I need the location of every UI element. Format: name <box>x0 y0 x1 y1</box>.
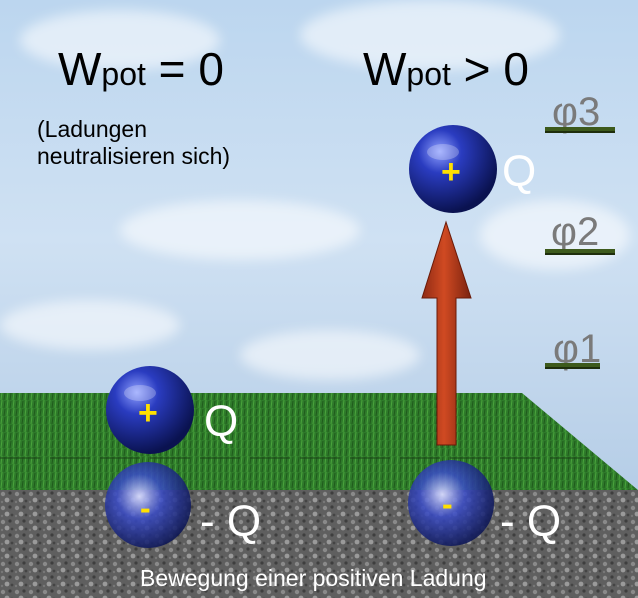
cloud <box>0 300 180 350</box>
minus-sign: - <box>140 490 151 526</box>
grass-plane <box>0 393 638 490</box>
title-left: Wpot = 0 <box>58 43 224 95</box>
potential-level-2-line <box>545 249 615 255</box>
left-positive-charge-sphere <box>106 366 194 454</box>
right-negative-charge-label: - Q <box>500 497 562 546</box>
cloud <box>300 0 560 70</box>
title-right: Wpot > 0 <box>363 43 529 95</box>
potential-level-1-line <box>545 363 600 369</box>
left-negative-charge-label: - Q <box>200 497 262 546</box>
plus-sign: + <box>441 153 461 191</box>
right-positive-charge-sphere <box>409 125 497 213</box>
potential-level-1-label: φ1 <box>553 327 602 371</box>
upward-arrow <box>421 220 472 446</box>
potential-level-3-label: φ3 <box>552 90 601 134</box>
right-positive-charge-label: Q <box>502 147 537 196</box>
left-positive-charge-label: Q <box>204 397 239 446</box>
cloud <box>120 200 360 260</box>
left-negative-charge-sphere <box>105 462 191 548</box>
right-negative-charge-sphere <box>408 460 494 546</box>
potential-level-2-label: φ2 <box>551 210 600 254</box>
cloud <box>20 10 220 70</box>
potential-level-3-line <box>545 127 615 133</box>
cloud <box>240 330 420 380</box>
cloud <box>480 200 630 270</box>
caption: Bewegung einer positiven Ladung <box>140 565 487 591</box>
minus-sign: - <box>442 486 453 522</box>
plus-sign: + <box>138 394 158 432</box>
